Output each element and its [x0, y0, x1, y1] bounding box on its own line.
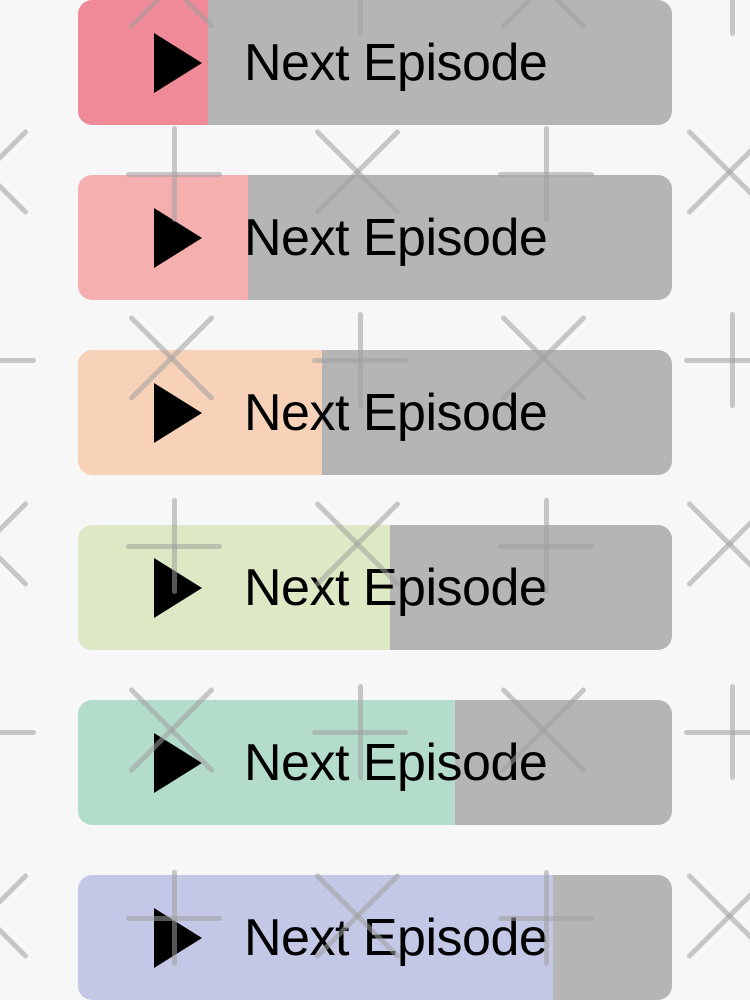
watermark-gap	[722, 726, 743, 739]
crosshair-plus-watermark	[684, 0, 750, 36]
play-triangle-icon	[154, 732, 202, 793]
crosshair-plus-watermark	[684, 684, 750, 780]
play-triangle-icon	[154, 32, 202, 93]
button-content: Next Episode	[78, 0, 672, 125]
button-label: Next Episode	[244, 908, 548, 967]
button-content: Next Episode	[78, 175, 672, 300]
button-label: Next Episode	[244, 383, 548, 442]
button-gray-background	[553, 875, 672, 1000]
cross-x-watermark	[0, 498, 36, 594]
button-label: Next Episode	[244, 558, 548, 617]
button-gray-background	[455, 700, 672, 825]
cross-x-watermark	[684, 126, 750, 222]
crosshair-plus-watermark	[0, 0, 36, 36]
button-label: Next Episode	[244, 33, 548, 92]
button-content: Next Episode	[78, 525, 672, 650]
play-triangle-icon	[154, 907, 202, 968]
cross-x-watermark	[684, 870, 750, 966]
play-triangle-icon	[154, 207, 202, 268]
next-episode-button[interactable]: Next Episode	[78, 175, 672, 300]
button-label: Next Episode	[244, 733, 548, 792]
crosshair-plus-watermark	[0, 312, 36, 408]
button-label: Next Episode	[244, 208, 548, 267]
play-triangle-icon	[154, 557, 202, 618]
next-episode-button[interactable]: Next Episode	[78, 0, 672, 125]
play-triangle-icon	[154, 382, 202, 443]
button-gray-background	[248, 175, 672, 300]
next-episode-button[interactable]: Next Episode	[78, 700, 672, 825]
button-color-background	[78, 700, 455, 825]
button-content: Next Episode	[78, 875, 672, 1000]
watermark-gap	[722, 354, 743, 367]
button-content: Next Episode	[78, 700, 672, 825]
button-content: Next Episode	[78, 350, 672, 475]
cross-x-watermark	[684, 498, 750, 594]
crosshair-plus-watermark	[0, 684, 36, 780]
button-gray-background	[208, 0, 672, 125]
next-episode-button[interactable]: Next Episode	[78, 350, 672, 475]
crosshair-plus-watermark	[684, 312, 750, 408]
cross-x-watermark	[0, 870, 36, 966]
button-gray-background	[322, 350, 672, 475]
next-episode-button[interactable]: Next Episode	[78, 875, 672, 1000]
cross-x-watermark	[0, 126, 36, 222]
next-episode-button[interactable]: Next Episode	[78, 525, 672, 650]
